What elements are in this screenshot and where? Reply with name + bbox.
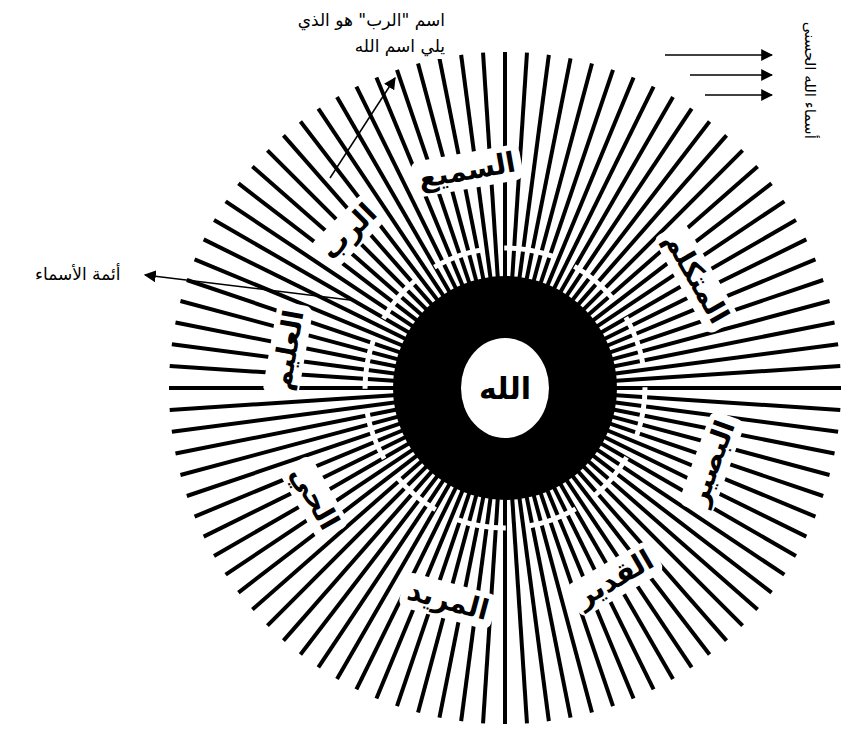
leader-line (705, 94, 772, 96)
crescent-mark (456, 519, 505, 528)
callout-note: اسم "الرب" هو الذي يلي اسم الله (292, 8, 448, 59)
divine-name: الله (479, 371, 531, 406)
ray-line (605, 386, 841, 390)
crescent-mark (636, 387, 645, 436)
crescent-mark (397, 477, 435, 509)
leader-line (145, 275, 350, 300)
crescent-mark (594, 457, 626, 495)
center-oval: الله (461, 338, 549, 438)
crescent-mark (529, 509, 576, 526)
leader-line (330, 78, 395, 178)
divine-name-arc: المريد (397, 571, 498, 631)
crescent-mark (367, 412, 384, 459)
crescent-mark (574, 266, 612, 298)
crescent-mark (434, 250, 481, 267)
leader-line (690, 74, 772, 76)
leader-line (665, 54, 772, 56)
crescent-mark (383, 280, 415, 318)
ray-line (512, 488, 527, 723)
callout-note: أسماء الله الحسنى (799, 18, 822, 141)
crescent-mark (365, 339, 374, 388)
ray-line (605, 366, 840, 381)
callout-note: أئمة الأسماء (32, 262, 123, 288)
crescent-mark (504, 248, 553, 257)
crescent-mark (626, 317, 643, 364)
ray-line (503, 488, 507, 724)
